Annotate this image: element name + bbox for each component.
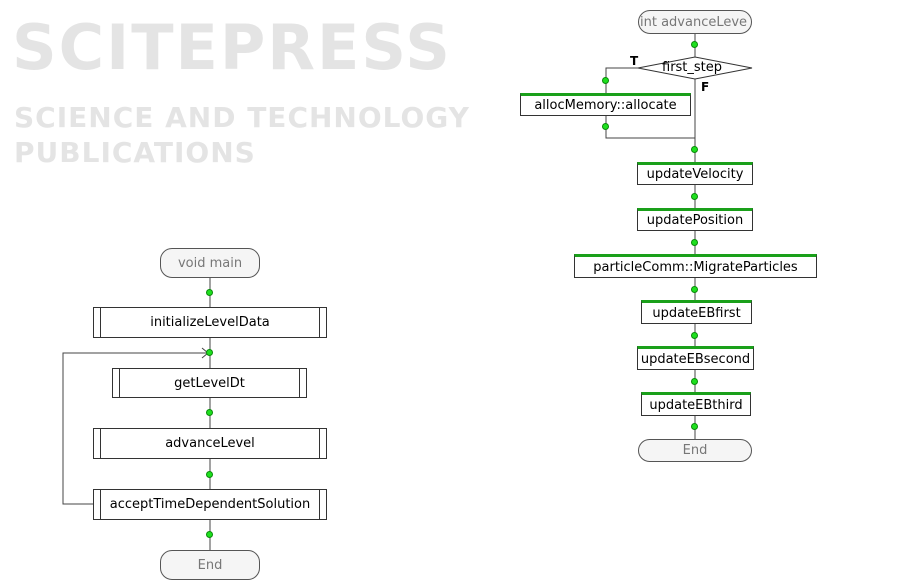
connector-dot [206, 531, 213, 538]
start-terminal-advance-level[interactable]: int advanceLeve [638, 10, 752, 34]
step-update-eb-second[interactable]: updateEBsecond [637, 346, 754, 370]
connector-dot [691, 332, 698, 339]
connector-dot [691, 239, 698, 246]
false-label: F [701, 80, 710, 94]
step-initialize-level-data[interactable]: initializeLevelData [93, 307, 327, 338]
step-get-level-dt[interactable]: getLevelDt [112, 368, 307, 398]
decision-diamond [637, 56, 753, 80]
end-terminal-advance-level[interactable]: End [638, 439, 752, 462]
connector-dot [602, 77, 609, 84]
connector-dot [691, 41, 698, 48]
connector-dot [691, 378, 698, 385]
end-terminal[interactable]: End [160, 550, 260, 580]
decision-first-step[interactable]: first_step [662, 60, 723, 75]
step-accept-time-dependent-solution[interactable]: acceptTimeDependentSolution [93, 489, 327, 520]
connector-dot [691, 146, 698, 153]
connector-dot [602, 123, 609, 130]
watermark-title: SCITEPRESS [12, 11, 452, 84]
step-update-velocity[interactable]: updateVelocity [637, 162, 753, 185]
connector-dot [691, 423, 698, 430]
connector-dot [206, 349, 213, 356]
true-label: T [630, 54, 639, 68]
connector-dot [206, 471, 213, 478]
step-advance-level[interactable]: advanceLevel [93, 428, 327, 459]
connector-dot [206, 409, 213, 416]
watermark-subtitle: SCIENCE AND TECHNOLOGY PUBLICATIONS [14, 101, 470, 169]
step-update-position[interactable]: updatePosition [637, 208, 753, 231]
connector-dot [691, 286, 698, 293]
step-migrate-particles[interactable]: particleComm::MigrateParticles [574, 254, 817, 278]
connector-dot [206, 289, 213, 296]
step-update-eb-first[interactable]: updateEBfirst [641, 300, 752, 324]
loop-back-line [62, 352, 208, 505]
step-update-eb-third[interactable]: updateEBthird [641, 392, 751, 416]
start-terminal[interactable]: void main [160, 248, 260, 278]
step-alloc-memory-allocate[interactable]: allocMemory::allocate [520, 93, 691, 116]
connector-dot [691, 193, 698, 200]
